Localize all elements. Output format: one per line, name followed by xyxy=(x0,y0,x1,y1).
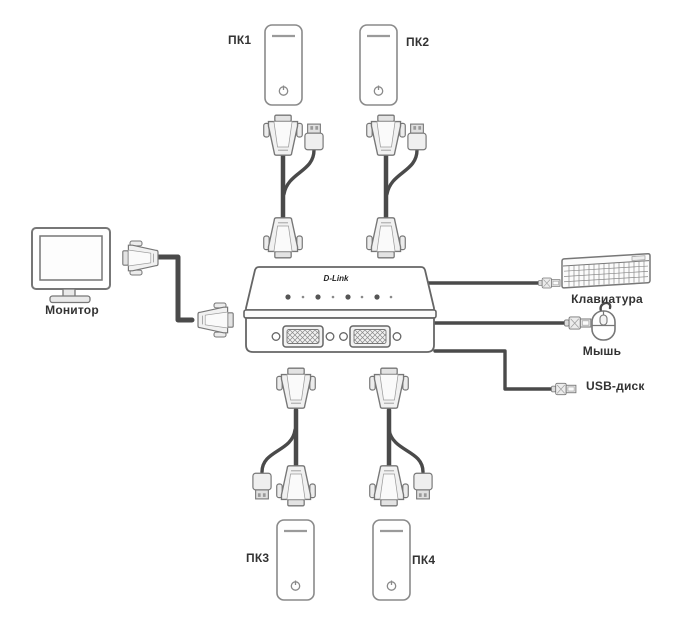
vga-connector-pc3-switch xyxy=(276,367,316,409)
vga-connector-pc2-top xyxy=(366,114,406,156)
cable-usb-branch-pc2 xyxy=(385,148,419,196)
vga-connector-monitor xyxy=(122,240,159,276)
usb-connector-pc3 xyxy=(252,472,272,500)
mouse-label: Мышь xyxy=(582,344,622,358)
vga-connector-pc4-switch xyxy=(369,367,409,409)
pc2-tower xyxy=(359,24,398,106)
switch-leds xyxy=(285,294,393,300)
usb-connector-pc1 xyxy=(304,123,324,151)
usb-connector-pc2 xyxy=(407,123,427,151)
pc-towers xyxy=(264,24,411,601)
keyboard-label: Клавиатура xyxy=(571,292,643,306)
vga-connector-monitor-switch xyxy=(197,302,234,338)
monitor-label: Монитор xyxy=(45,303,99,317)
usb-connector-pc4 xyxy=(413,472,433,500)
vga-connector-pc2-switch xyxy=(366,217,406,259)
cables xyxy=(153,148,568,474)
cable-usb-branch-pc4 xyxy=(387,428,425,474)
pc3-label: ПК3 xyxy=(246,551,270,565)
keyboard xyxy=(561,252,651,289)
cable-usb-branch-pc3 xyxy=(260,428,297,474)
switch-front-vga-ports xyxy=(271,325,402,348)
pc4-tower xyxy=(372,519,411,601)
usb-plug-usb-disk xyxy=(551,382,577,396)
pc2-label: ПК2 xyxy=(406,35,430,49)
monitor-screen xyxy=(39,235,103,281)
switch-brand-label: D-Link xyxy=(323,274,349,283)
vga-connector-pc3-bottom xyxy=(276,465,316,507)
pc4-label: ПК4 xyxy=(412,553,436,567)
usb-disk-label: USB-диск xyxy=(586,379,645,393)
pc1-label: ПК1 xyxy=(228,33,252,47)
kvm-switch xyxy=(243,266,437,353)
vga-connector-pc4-bottom xyxy=(369,465,409,507)
pc1-tower xyxy=(264,24,303,106)
monitor xyxy=(31,227,111,304)
vga-connector-pc1-top xyxy=(263,114,303,156)
mouse-icon xyxy=(591,301,616,341)
usb-plug-mouse xyxy=(564,316,592,330)
cable-usb-disk xyxy=(433,349,554,391)
usb-plug-keyboard xyxy=(538,277,561,289)
vga-connector-pc1-switch xyxy=(263,217,303,259)
switch-mid-band xyxy=(243,309,437,319)
cable-monitor xyxy=(153,254,195,323)
cable-usb-branch-pc1 xyxy=(282,148,316,196)
pc3-tower xyxy=(276,519,315,601)
